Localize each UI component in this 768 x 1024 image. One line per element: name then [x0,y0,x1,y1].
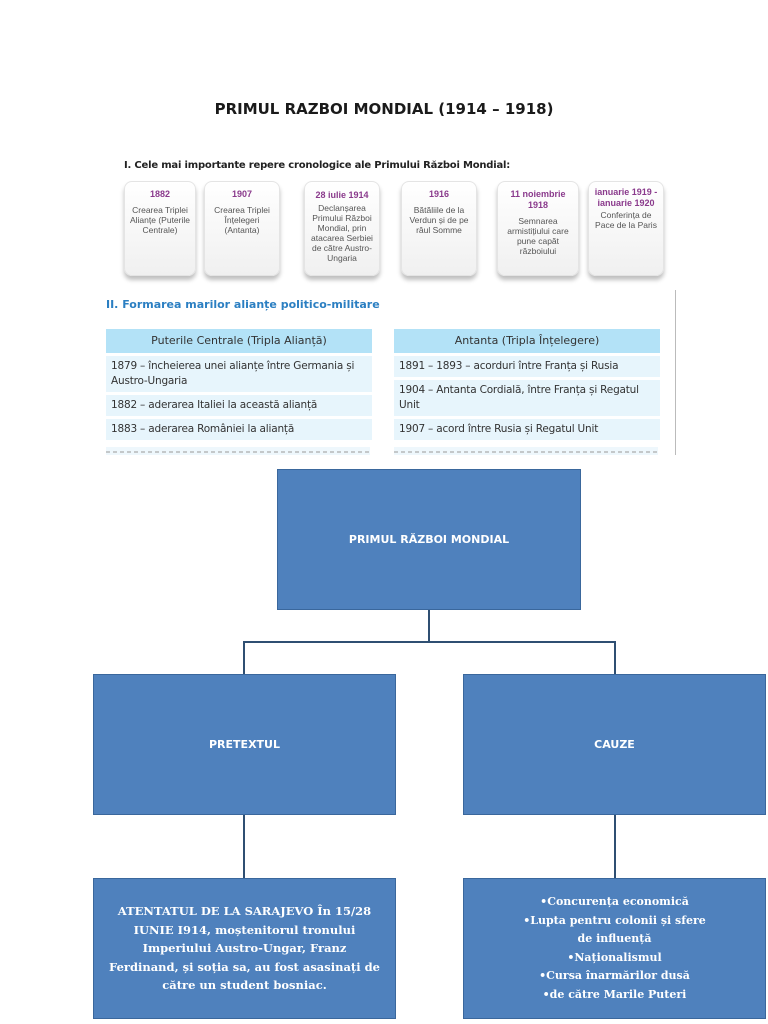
timeline-card: 11 noiembrie 1918 Semnarea armistițiului… [497,181,579,276]
timeline-card: ianuarie 1919 - ianuarie 1920 Conferința… [588,181,664,276]
timeline-desc: Crearea Triplei Alianțe (Puterile Centra… [129,205,190,235]
entente-table: Antanta (Tripla Înțelegere) 1891 – 1893 … [394,329,660,443]
cutoff-row [394,447,658,455]
table-row: 1882 – aderarea Italiei la această alian… [106,395,372,416]
table-row: 1904 – Antanta Cordială, între Franța și… [394,380,660,416]
list-item: •Naționalismul [567,950,662,964]
connector-line [614,641,616,674]
table-row: 1879 – încheierea unei alianțe între Ger… [106,356,372,392]
sarajevo-text: ATENTATUL DE LA SARAJEVO În 15/28 IUNIE … [109,904,380,993]
timeline-year: ianuarie 1919 - ianuarie 1920 [594,187,658,208]
table-header: Puterile Centrale (Tripla Alianță) [106,329,372,353]
timeline-year: 1907 [231,189,253,199]
central-powers-table: Puterile Centrale (Tripla Alianță) 1879 … [106,329,372,443]
cutoff-row [106,447,370,455]
timeline-desc: Bătăliile de la Verdun și de pe râul Som… [409,205,469,235]
list-item: •Cursa înarmărilor dusă [539,969,690,982]
causes-box: CAUZE [463,674,766,815]
connector-line [428,610,430,642]
pretext-label: PRETEXTUL [209,738,280,751]
timeline-year: 11 noiembrie 1918 [510,189,566,210]
page-title: PRIMUL RAZBOI MONDIAL (1914 – 1918) [214,100,554,118]
timeline-card: 1907 Crearea Triplei Înțelegeri (Antanta… [204,181,280,276]
timeline-desc: Semnarea armistițiului care pune capăt r… [507,216,569,256]
sarajevo-box: ATENTATUL DE LA SARAJEVO În 15/28 IUNIE … [93,878,396,1019]
timeline-year: 28 iulie 1914 [315,190,369,200]
causes-list-box: •Concurența economică •Lupta pentru colo… [463,878,766,1019]
timeline-heading: I. Cele mai importante repere cronologic… [124,160,511,171]
timeline-card: 1882 Crearea Triplei Alianțe (Puterile C… [124,181,196,276]
list-item: •de către Marile Puteri [542,987,687,1001]
root-box: PRIMUL RĂZBOI MONDIAL [277,469,581,610]
list-item: •Concurența economică [540,895,689,908]
alliances-heading: II. Formarea marilor alianțe politico-mi… [106,298,380,311]
timeline-card: 28 iulie 1914 Declanșarea Primului Războ… [304,181,380,276]
causes-label: CAUZE [594,738,635,751]
table-header: Antanta (Tripla Înțelegere) [394,329,660,353]
page-divider [675,290,676,455]
connector-line [243,815,245,878]
table-row: 1883 – aderarea României la alianță [106,419,372,440]
connector-line [614,815,616,878]
connector-line [243,641,245,674]
timeline-desc: Crearea Triplei Înțelegeri (Antanta) [214,205,270,235]
timeline-year: 1916 [428,189,450,199]
root-label: PRIMUL RĂZBOI MONDIAL [348,533,510,546]
connector-line [243,641,616,643]
timeline-desc: Conferința de Pace de la Paris [595,210,657,230]
pretext-box: PRETEXTUL [93,674,396,815]
timeline-card: 1916 Bătăliile de la Verdun și de pe râu… [401,181,477,276]
table-row: 1907 – acord între Rusia și Regatul Unit [394,419,660,440]
table-row: 1891 – 1893 – acorduri între Franța și R… [394,356,660,377]
timeline-desc: Declanșarea Primului Război Mondial, pri… [311,203,373,263]
list-item: •Lupta pentru colonii și sfere de influe… [523,913,706,946]
timeline-year: 1882 [149,189,171,199]
